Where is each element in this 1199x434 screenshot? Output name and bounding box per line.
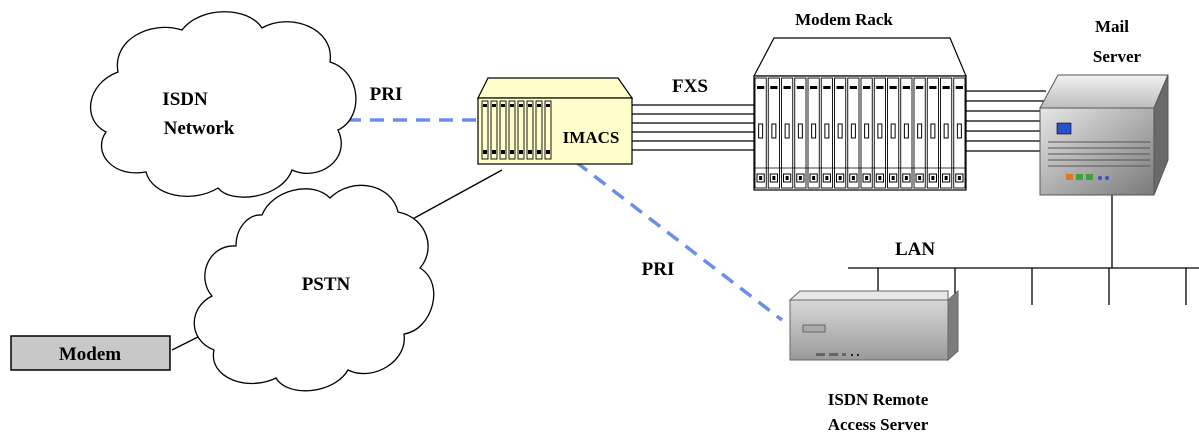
ras-label-line2: Access Server <box>828 415 929 434</box>
pstn-cloud-outline <box>193 184 435 392</box>
ras-side <box>947 289 959 362</box>
modem-device: Modem <box>10 335 171 371</box>
imacs-label: IMACS <box>563 128 620 147</box>
modem-rack-top <box>753 37 967 77</box>
isdn-network-label-line1: ISDN <box>162 89 208 110</box>
mail-server-display <box>1056 122 1072 135</box>
modem-card <box>900 77 913 189</box>
modem-rack-cards <box>753 75 967 191</box>
connection-lines <box>171 90 1199 351</box>
pri-label-bottom: PRI <box>642 259 675 280</box>
imacs-card-slots <box>481 100 552 160</box>
modem-card <box>887 77 900 189</box>
imacs-card-ports <box>483 104 550 154</box>
pstn-label: PSTN <box>302 274 351 295</box>
mail-server-button-green2 <box>1086 174 1093 180</box>
isdn-cloud-outline <box>89 11 357 198</box>
ras-indicators <box>816 353 859 356</box>
modem-card <box>807 77 820 189</box>
pri-link-imacs-ras <box>574 160 784 322</box>
isdn-remote-access-server: ISDN Remote Access Server <box>788 289 959 434</box>
mail-server-button-green1 <box>1076 174 1083 180</box>
mail-server-label-line1: Mail <box>1095 17 1129 36</box>
modem-rack: Modem Rack <box>753 10 967 191</box>
ras-bay <box>802 324 826 333</box>
mail-server-button-orange <box>1066 174 1073 180</box>
modem-card <box>820 77 833 189</box>
rack-to-server-lines <box>966 90 1046 152</box>
modem-card <box>860 77 873 189</box>
isdn-network-label-line2: Network <box>164 118 235 139</box>
isdn-network-cloud: ISDN Network <box>89 11 357 198</box>
fxs-trunk-lines <box>632 104 754 151</box>
modem-card <box>794 77 807 189</box>
mail-server-front <box>1039 107 1155 196</box>
mail-server-led-2 <box>1105 176 1109 180</box>
modem-card <box>940 77 953 189</box>
modem-card <box>767 77 780 189</box>
ras-top <box>788 290 949 301</box>
mail-server: Mail Server <box>1039 17 1169 196</box>
link-imacs-pstn <box>397 169 503 228</box>
modem-box <box>10 335 171 371</box>
modem-card <box>834 77 847 189</box>
modem-label: Modem <box>59 344 121 365</box>
modem-card <box>754 77 767 189</box>
mail-server-top <box>1039 74 1169 109</box>
modem-card <box>953 77 966 189</box>
modem-rack-label: Modem Rack <box>795 10 893 29</box>
ras-label-line1: ISDN Remote <box>828 390 929 409</box>
fxs-label: FXS <box>672 76 708 97</box>
modem-card <box>873 77 886 189</box>
modem-card <box>847 77 860 189</box>
lan-label: LAN <box>895 239 935 260</box>
modem-card <box>926 77 939 189</box>
pri-label-top: PRI <box>370 84 403 105</box>
mail-server-vents <box>1048 141 1150 167</box>
imacs-device: IMACS <box>477 77 634 165</box>
imacs-top <box>477 77 634 99</box>
pstn-cloud: PSTN <box>193 184 435 392</box>
mail-server-label-line2: Server <box>1093 47 1142 66</box>
mail-server-led-1 <box>1098 176 1102 180</box>
modem-card <box>781 77 794 189</box>
modem-card <box>913 77 926 189</box>
